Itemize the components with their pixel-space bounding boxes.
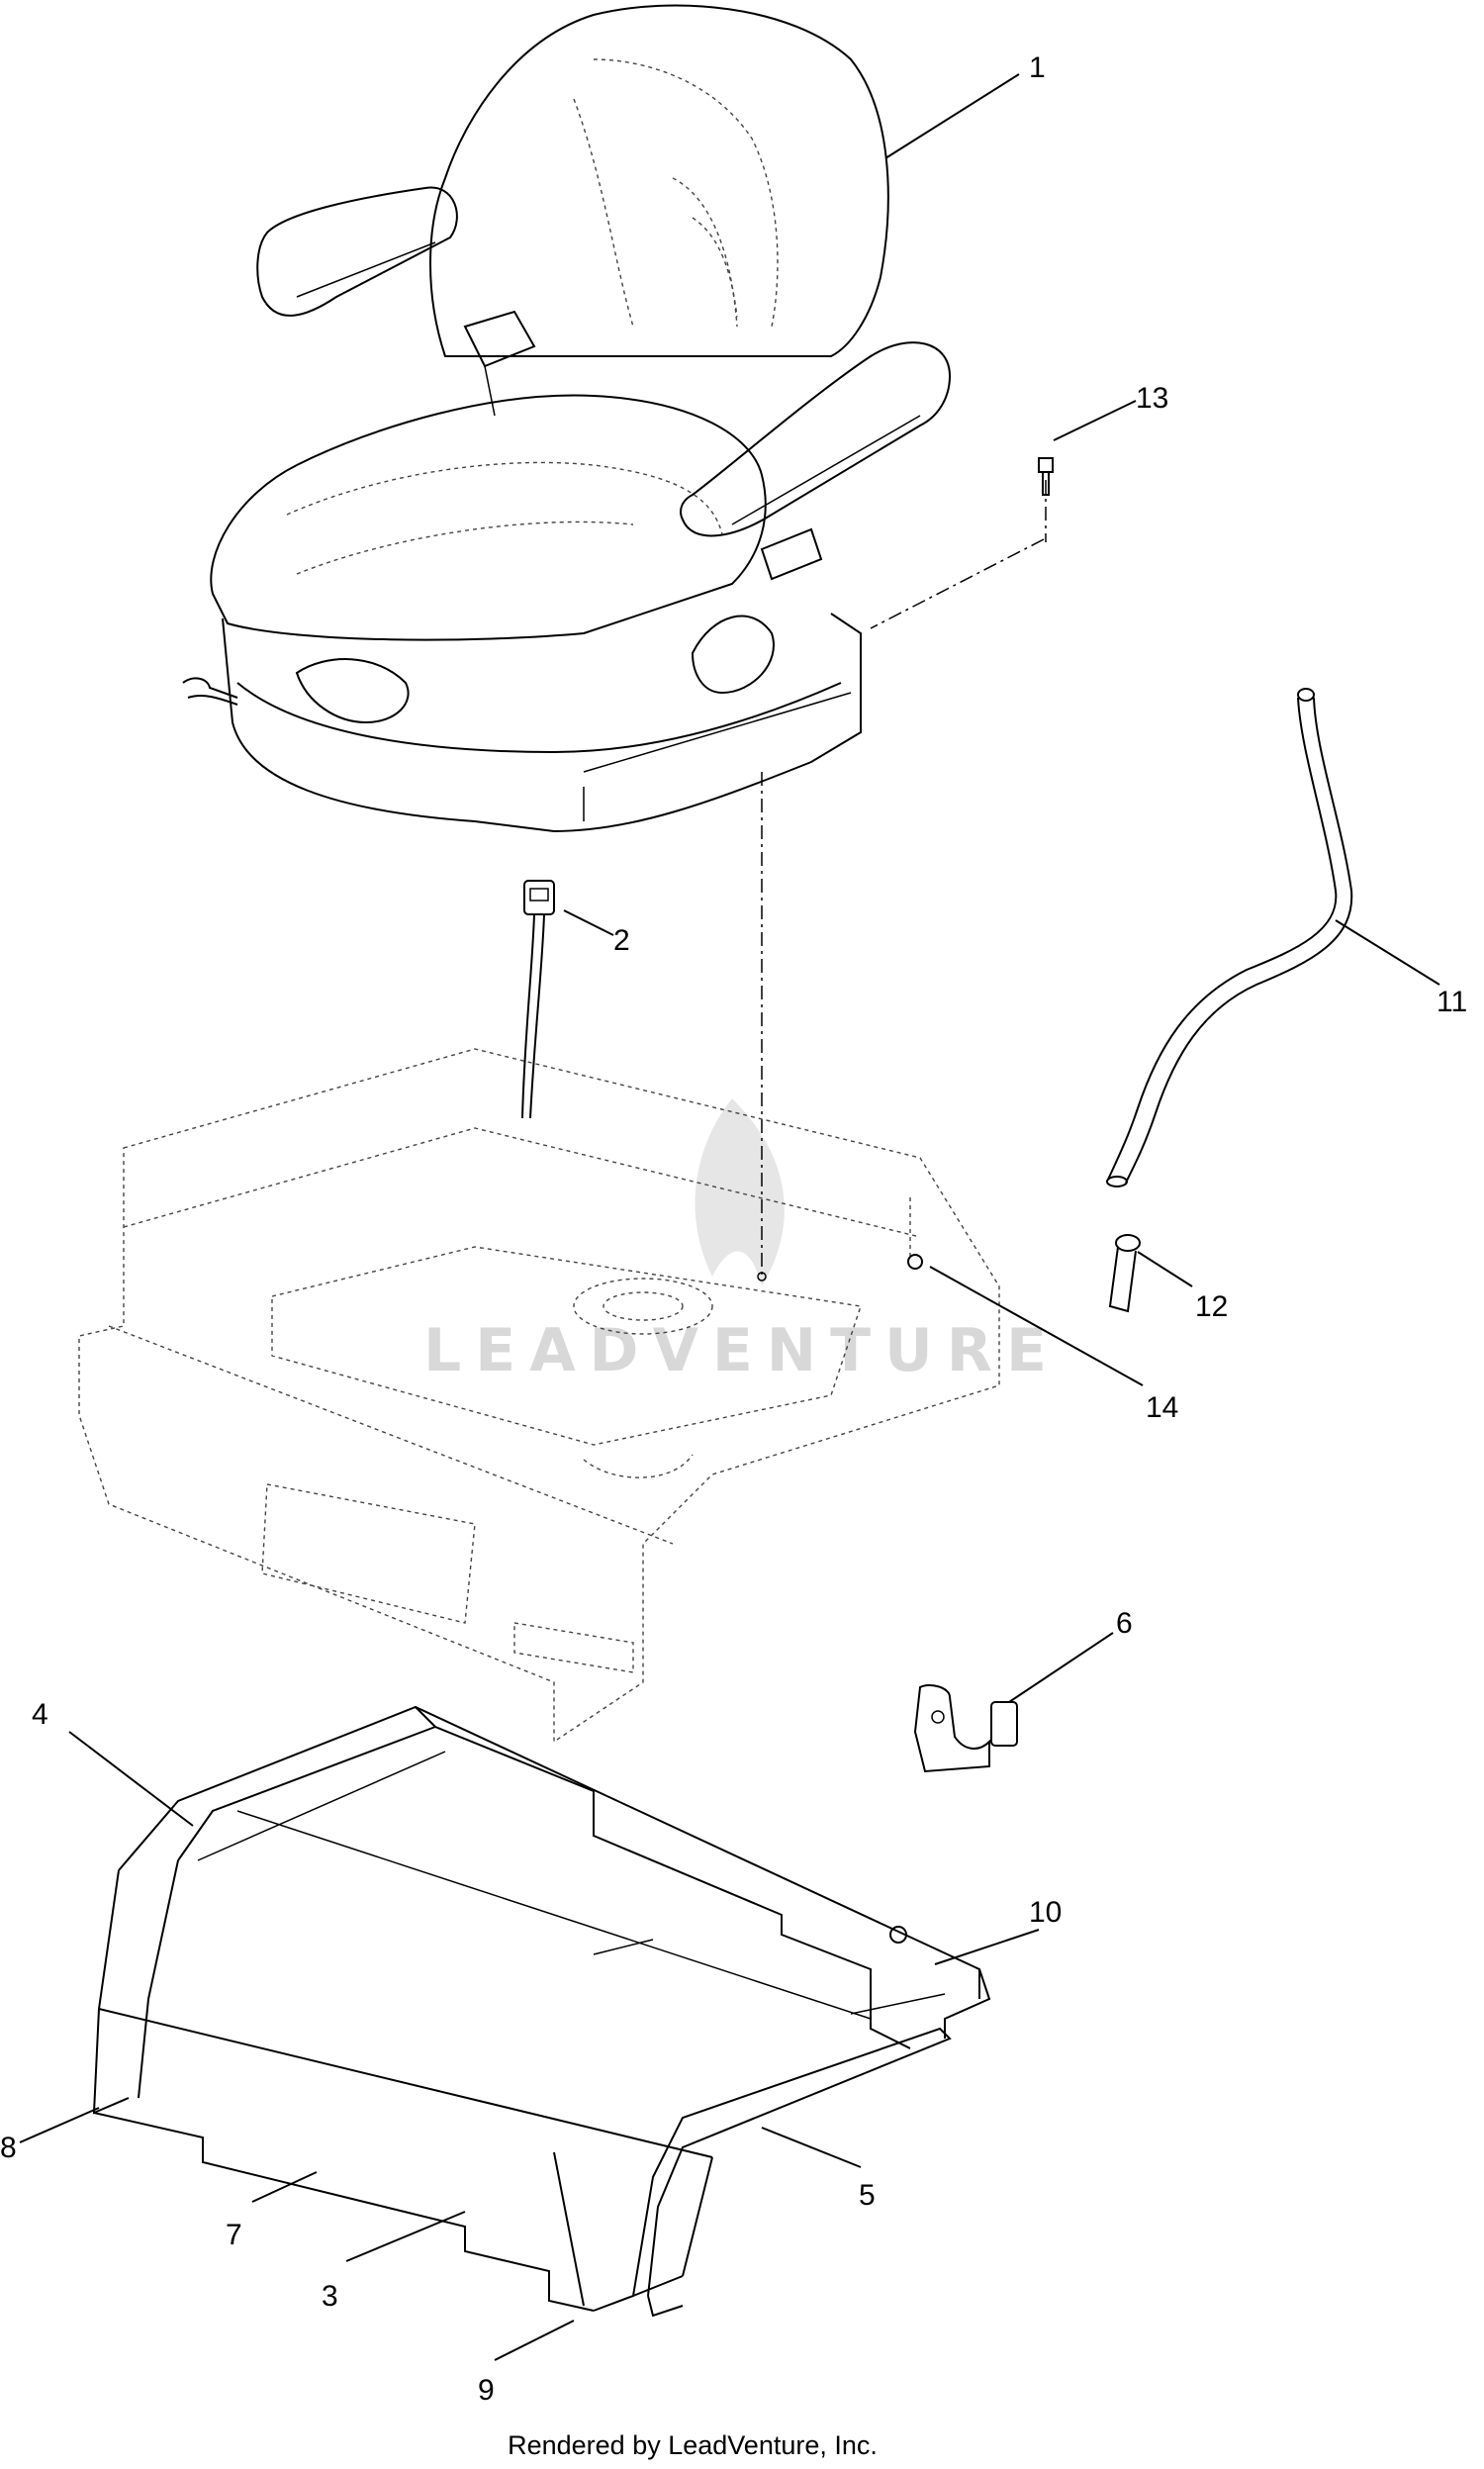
callout-12: 12 — [1195, 1290, 1228, 1323]
seat-mount-plate-phantom — [78, 1048, 1000, 1744]
watermark-text: LEADVENTURE — [423, 1316, 1061, 1385]
callout-leaders — [19, 73, 1440, 2361]
hose-part — [1106, 688, 1353, 1187]
callout-10: 10 — [1029, 1896, 1062, 1929]
callout-labels: 1 2 3 4 5 6 7 8 9 10 11 12 13 14 — [0, 51, 1467, 2407]
callout-3: 3 — [322, 2280, 338, 2313]
callout-8: 8 — [0, 2132, 17, 2164]
nut-part — [907, 1197, 923, 1270]
clip-part — [913, 1684, 1018, 1773]
callout-1: 1 — [1029, 51, 1046, 84]
seat-assembly — [182, 4, 952, 833]
seat-switch-harness — [521, 880, 555, 1119]
flame-logo-icon — [695, 1098, 785, 1286]
callout-5: 5 — [859, 2179, 876, 2212]
callout-2: 2 — [613, 924, 630, 957]
bolt-part — [1038, 457, 1054, 496]
callout-9: 9 — [478, 2374, 495, 2407]
callout-14: 14 — [1146, 1391, 1178, 1424]
callout-13: 13 — [1136, 382, 1168, 415]
hose-fitting-part — [1108, 1234, 1141, 1313]
seat-shroud-assembly — [92, 1705, 991, 2318]
leadventure-watermark: LEADVENTURE — [423, 1098, 1061, 1385]
footer-credit: Rendered by LeadVenture, Inc. — [508, 2430, 878, 2460]
callout-6: 6 — [1116, 1607, 1133, 1640]
callout-11: 11 — [1437, 986, 1467, 1018]
callout-4: 4 — [32, 1698, 48, 1731]
callout-7: 7 — [226, 2219, 242, 2251]
bolt-centerline — [870, 538, 1045, 629]
